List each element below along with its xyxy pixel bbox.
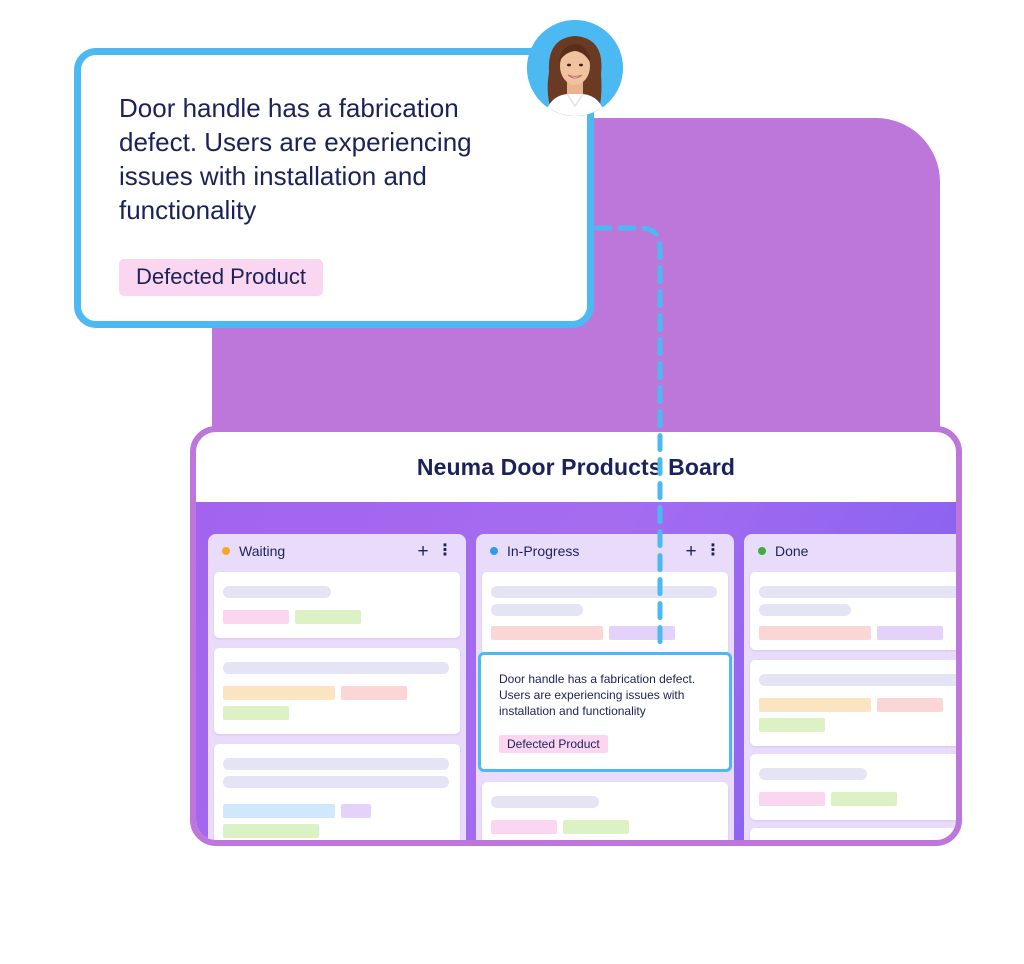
more-vertical-icon[interactable]: ⋮ [437, 542, 453, 559]
issue-callout: Door handle has a fabrication defect. Us… [74, 48, 594, 328]
list-item[interactable] [214, 572, 460, 638]
more-vertical-icon[interactable]: ⋮ [705, 542, 721, 559]
column-done: Done [744, 534, 956, 840]
column-title: In-Progress [507, 543, 580, 559]
list-item[interactable] [750, 660, 956, 746]
avatar-icon [527, 20, 623, 116]
task-card-text: Door handle has a fabrication defect. Us… [499, 672, 696, 718]
plus-icon[interactable]: + [685, 540, 697, 562]
list-item[interactable] [214, 648, 460, 734]
list-item[interactable] [750, 572, 956, 650]
status-dot [758, 547, 766, 555]
column-title: Waiting [239, 543, 286, 559]
list-item[interactable] [750, 754, 956, 820]
callout-tag: Defected Product [119, 259, 323, 296]
column-waiting: Waiting + ⋮ [208, 534, 466, 840]
list-item[interactable] [482, 572, 728, 654]
status-dot [222, 547, 230, 555]
highlighted-task-card[interactable]: Door handle has a fabrication defect. Us… [478, 652, 732, 772]
user-avatar [527, 20, 623, 116]
task-card-tag: Defected Product [499, 735, 608, 753]
list-item[interactable] [482, 782, 728, 840]
column-header-in-progress: In-Progress + ⋮ [476, 534, 734, 568]
list-item[interactable] [214, 744, 460, 840]
column-header-waiting: Waiting + ⋮ [208, 534, 466, 568]
plus-icon[interactable]: + [417, 540, 429, 562]
board-window: Neuma Door Products Board Waiting + ⋮ [190, 426, 962, 846]
column-title: Done [775, 543, 809, 559]
column-header-done: Done [744, 534, 956, 568]
board-title: Neuma Door Products Board [416, 453, 736, 480]
callout-text: Door handle has a fabrication defect. Us… [119, 93, 472, 225]
list-item[interactable] [750, 828, 956, 840]
status-dot [490, 547, 498, 555]
